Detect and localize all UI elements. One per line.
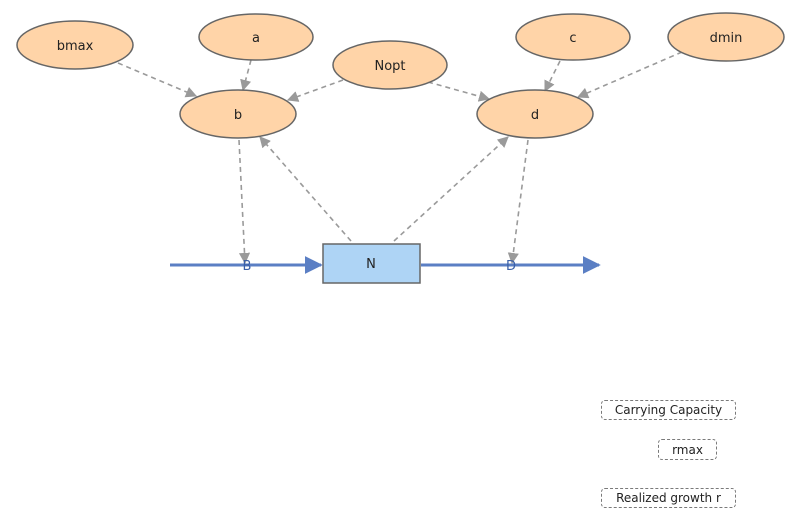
variable-nopt-label: Nopt xyxy=(374,59,405,74)
variable-d[interactable] xyxy=(476,89,594,139)
link-n-to-b xyxy=(259,136,352,242)
variable-d-label: d xyxy=(531,108,539,123)
link-d-to-death-flow xyxy=(507,139,529,265)
birth-flow-label: B xyxy=(243,259,252,274)
variable-b-label: b xyxy=(234,108,242,123)
variable-c[interactable] xyxy=(515,13,631,61)
link-c-to-d xyxy=(544,60,561,93)
variable-a[interactable] xyxy=(198,13,314,61)
link-a-to-b xyxy=(240,59,252,92)
death-flow-label: D xyxy=(506,259,516,274)
variable-c-label: c xyxy=(569,31,576,46)
link-dmin-to-d xyxy=(576,51,683,99)
variable-bmax-label: bmax xyxy=(57,39,94,54)
variable-dmin[interactable] xyxy=(667,12,785,62)
link-n-to-d xyxy=(393,136,509,242)
realized-growth-panel[interactable]: Realized growth r xyxy=(601,488,736,508)
link-b-to-birth-flow xyxy=(238,139,251,265)
carrying-capacity-panel[interactable]: Carrying Capacity xyxy=(601,400,736,420)
rmax-panel[interactable]: rmax xyxy=(658,439,717,460)
realized-growth-label: Realized growth r xyxy=(616,491,721,505)
variable-b[interactable] xyxy=(179,89,297,139)
stock-n[interactable] xyxy=(322,243,421,284)
link-nopt-to-d xyxy=(427,81,491,102)
link-nopt-to-b xyxy=(286,79,344,102)
variable-dmin-label: dmin xyxy=(710,31,743,46)
stock-n-label: N xyxy=(366,257,376,272)
variable-nopt[interactable] xyxy=(332,40,448,90)
variable-a-label: a xyxy=(252,31,260,46)
rmax-label: rmax xyxy=(672,442,703,457)
variable-bmax[interactable] xyxy=(16,20,134,70)
link-bmax-to-b xyxy=(117,62,198,98)
carrying-capacity-label: Carrying Capacity xyxy=(614,403,723,417)
